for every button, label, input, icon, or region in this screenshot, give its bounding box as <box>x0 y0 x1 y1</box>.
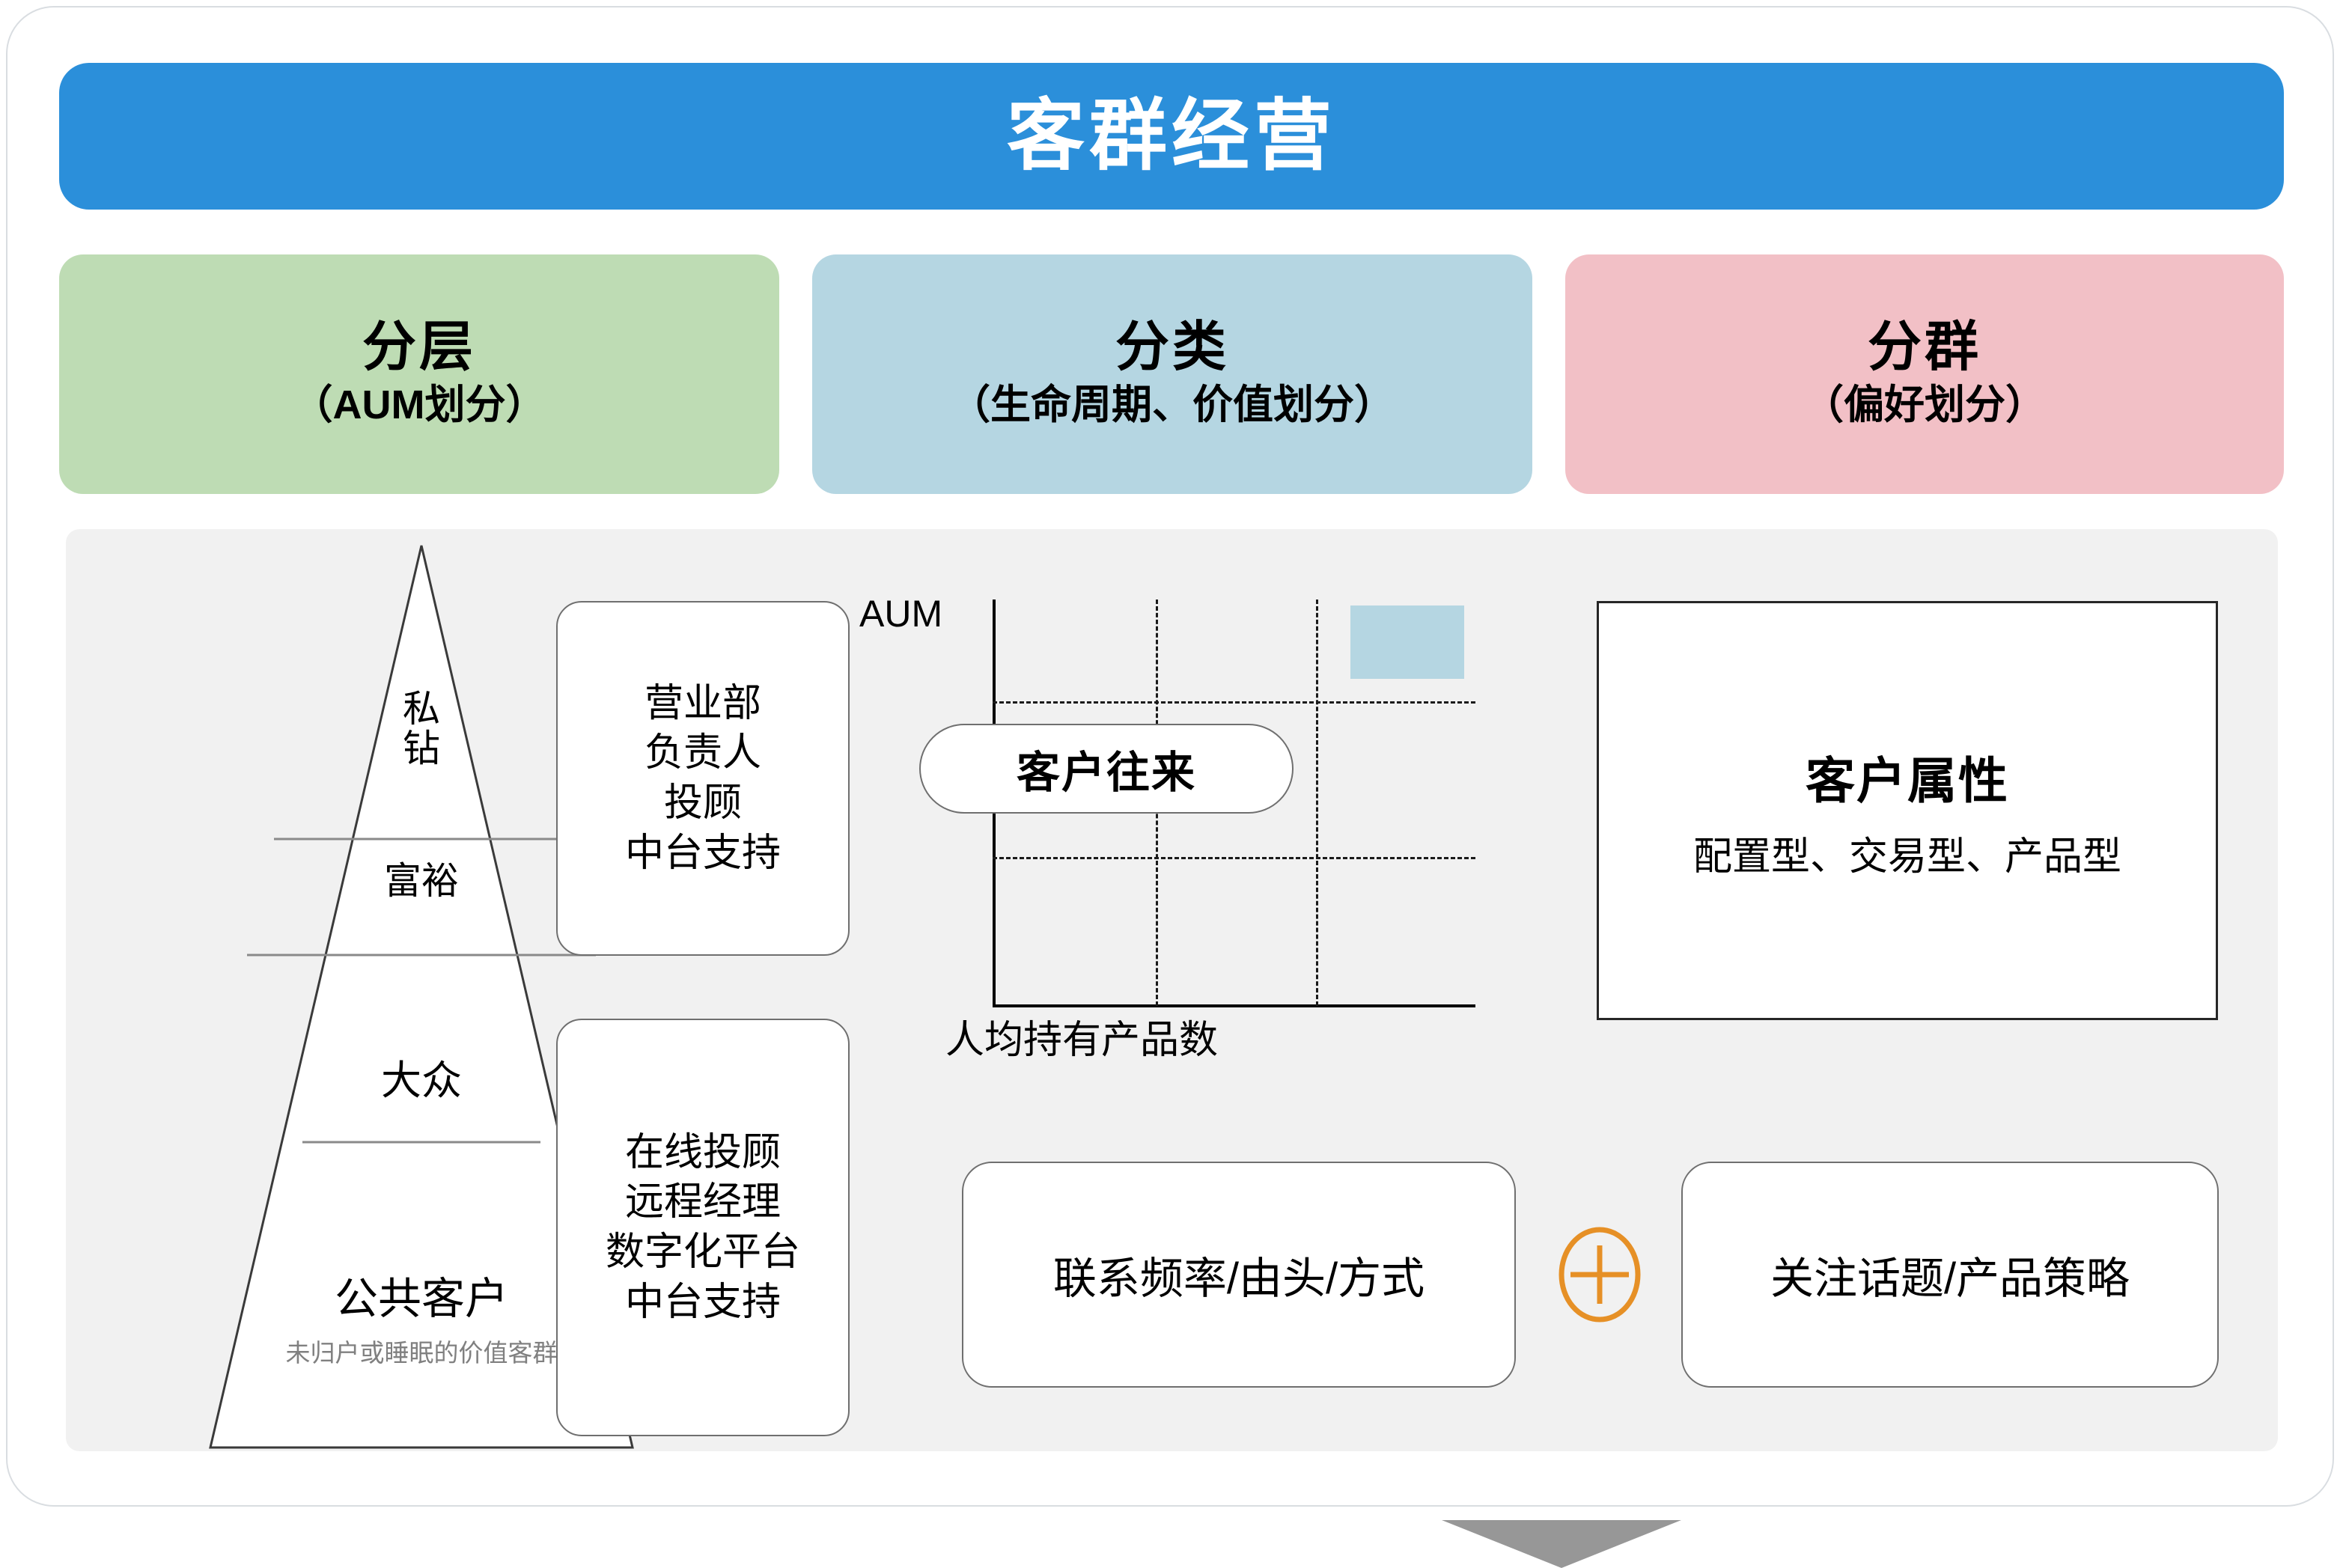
chart-gridline-vertical <box>1316 600 1318 1006</box>
pyramid-tier-label-0-line1: 私 <box>403 688 440 730</box>
chart-gridline-horizontal <box>993 857 1475 859</box>
pyramid-tier-label-2: 大众 <box>381 1058 462 1103</box>
main-content-panel: 私 钻 富裕 大众 公共客户 未归户或睡眠的价值客群 营业部 负责人 投顾 中台… <box>66 529 2278 1568</box>
topic-product-strategy-box[interactable]: 关注话题/产品策略 <box>1681 1162 2219 1388</box>
role-line: 在线投顾 <box>624 1130 781 1174</box>
pyramid-shape <box>209 545 634 1449</box>
role-line: 中台支持 <box>624 831 781 875</box>
aum-product-quadrant-chart: AUM <box>844 574 1503 1068</box>
contact-strategy-box[interactable]: 联系频率/由头/方式 <box>962 1162 1516 1388</box>
chart-x-axis-label: 人均持有产品数 <box>945 1019 1219 1062</box>
category-title: 分类 <box>1115 317 1229 377</box>
category-subtitle: （AUM划分） <box>292 382 546 427</box>
pyramid-tier-subtitle-3: 未归户或睡眠的价值客群 <box>285 1339 558 1367</box>
category-subtitle: （生命周期、价值划分） <box>950 382 1395 427</box>
page-title-banner: 客群经营 <box>59 63 2284 210</box>
customer-tier-pyramid: 私 钻 富裕 大众 公共客户 未归户或睡眠的价值客群 <box>204 540 639 1449</box>
down-arrow-icon <box>1442 1520 1681 1568</box>
chart-x-axis <box>993 1004 1475 1007</box>
customer-attributes-subtitle: 配置型、交易型、产品型 <box>1692 835 2121 879</box>
category-subtitle: （偏好划分） <box>1803 382 2046 427</box>
category-card-fenlei[interactable]: 分类 （生命周期、价值划分） <box>812 254 1532 494</box>
category-title: 分层 <box>362 317 476 377</box>
pyramid-tier-label-1: 富裕 <box>384 860 459 902</box>
chart-y-axis-label: AUM <box>859 593 943 635</box>
diagram-card: 客群经营 分层 （AUM划分） 分类 （生命周期、价值划分） 分群 （偏好划分） <box>6 6 2334 1568</box>
page-title: 客群经营 <box>1006 93 1336 180</box>
role-line: 投顾 <box>663 781 742 825</box>
pyramid-tier-label-0: 私 钻 <box>204 689 639 768</box>
chart-annotation-label: 客户往来 <box>1016 748 1196 797</box>
service-role-box-online[interactable]: 在线投顾 远程经理 数字化平台 中台支持 <box>556 1019 850 1436</box>
category-header-row: 分层 （AUM划分） 分类 （生命周期、价值划分） 分群 （偏好划分） <box>59 254 2284 494</box>
chart-highlight-region <box>1350 605 1464 679</box>
role-line: 远程经理 <box>624 1180 781 1224</box>
category-card-fenqun[interactable]: 分群 （偏好划分） <box>1565 254 2284 494</box>
pyramid-tier-label-3: 公共客户 <box>334 1275 508 1323</box>
role-line: 营业部 <box>644 681 761 725</box>
category-card-fenceng[interactable]: 分层 （AUM划分） <box>59 254 779 494</box>
chart-gridline-horizontal <box>993 701 1475 704</box>
service-role-box-offline[interactable]: 营业部 负责人 投顾 中台支持 <box>556 601 850 956</box>
chart-annotation-pill[interactable]: 客户往来 <box>919 724 1294 814</box>
topic-product-strategy-label: 关注话题/产品策略 <box>1770 1254 2130 1303</box>
role-line: 数字化平台 <box>605 1230 800 1274</box>
customer-attributes-panel[interactable]: 客户属性 配置型、交易型、产品型 <box>1597 601 2218 1020</box>
pyramid-tier-label-0-line2: 钻 <box>403 727 440 769</box>
customer-attributes-title: 客户属性 <box>1806 752 2009 808</box>
contact-strategy-label: 联系频率/由头/方式 <box>1052 1254 1425 1303</box>
plus-circle-icon <box>1559 1227 1641 1323</box>
role-line: 中台支持 <box>624 1280 781 1324</box>
category-title: 分群 <box>1867 317 1981 377</box>
role-line: 负责人 <box>644 731 761 775</box>
